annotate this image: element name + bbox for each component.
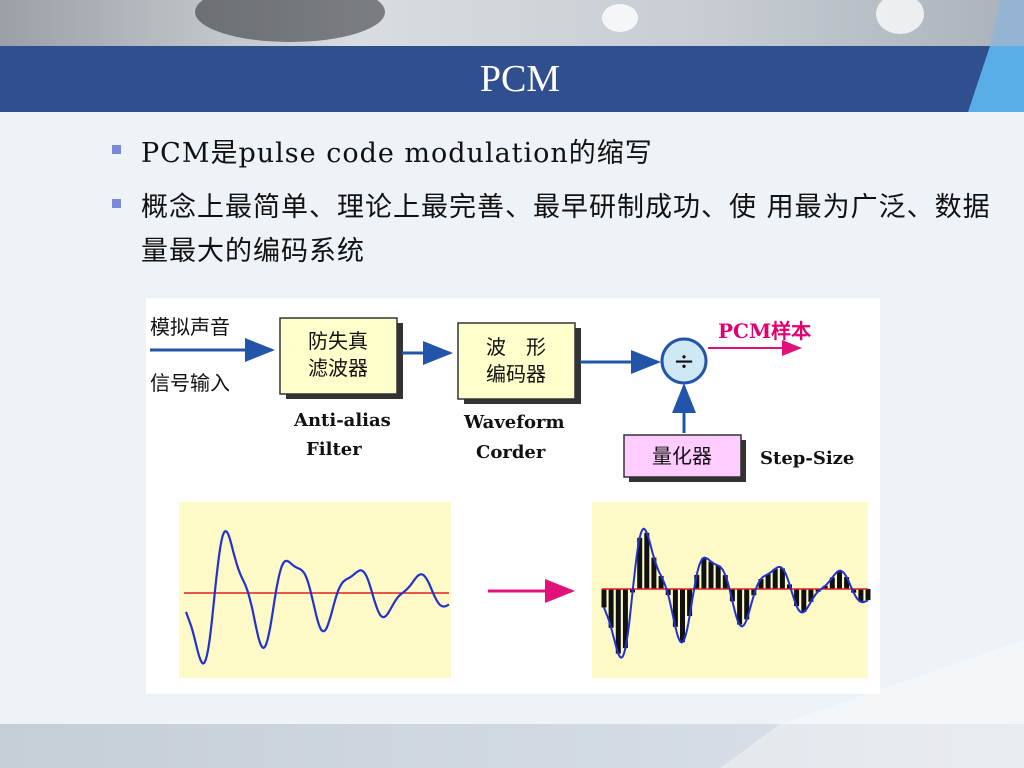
sample-bars [601,532,871,654]
sample-bar [772,568,778,589]
input-label-bottom: 信号输入 [150,371,230,395]
quantizer-box [623,434,742,478]
anti-alias-label-line2: 滤波器 [308,356,368,380]
sample-bar [637,537,643,589]
waveform-coder-label-line2: 编码器 [486,362,546,386]
step-size-caption: Step-Size [760,448,854,469]
droplet-shape [876,0,924,34]
bullet-square-icon [112,199,121,208]
sample-bar [658,576,664,589]
sample-bar [765,574,771,589]
quantizer-label: 量化器 [652,444,712,468]
sampled-waveform [603,527,869,659]
sample-bar [622,589,628,649]
sample-bar [608,589,614,628]
sample-bar [680,589,685,643]
bullet-item: PCM是pulse code modulation的缩写 [112,132,992,176]
sample-bar [644,532,650,589]
sample-bar [865,589,871,601]
bullet-text: PCM是pulse code modulation的缩写 [141,138,653,169]
anti-alias-filter-node: 防失真 滤波器 [279,317,403,399]
anti-alias-label-line1: 防失真 [308,329,368,353]
waveform-coder-caption-line2: Corder [476,442,546,463]
bottom-band [0,724,1024,768]
waveform-coder-node: 波 形 编码器 [457,322,581,404]
sample-bar [779,568,785,589]
slide-title: PCM [479,58,561,100]
accent-slash [990,0,1024,46]
sample-bar [729,589,735,602]
bullet-square-icon [112,145,121,154]
sample-bar [715,565,721,589]
top-glass-strip [0,0,1024,50]
sample-bar [858,589,864,602]
sample-bar [822,585,828,589]
output-label: PCM样本 [718,319,811,343]
waveform-coder-box [457,322,576,400]
anti-alias-box [279,317,398,395]
analog-waveform-panel [179,502,451,678]
waveform-coder-label-line1: 波 形 [486,335,546,359]
pcm-block-diagram: 模拟声音 信号输入 防失真 滤波器 Anti-alias Filter 波 形 … [146,298,880,694]
sample-bar [837,570,842,589]
sample-bar [615,589,621,654]
bullet-text: 概念上最简单、理论上最完善、最早研制成功、使 用最为广泛、数据量最大的编码系统 [141,192,991,267]
sample-bar [758,579,764,589]
sample-bar [744,589,750,620]
sample-bar [651,557,657,589]
droplet-shape [195,0,385,42]
input-label-top: 模拟声音 [150,315,230,339]
title-band [0,46,1024,112]
droplet-shape [602,4,638,32]
bullet-list: PCM是pulse code modulation的缩写 概念上最简单、理论上最… [112,132,992,284]
bottom-highlight [720,640,1024,768]
sample-bar [601,589,607,608]
sample-bar [829,577,835,589]
sample-bar [794,589,800,607]
sample-bar [737,589,743,625]
analog-waveform [184,529,450,665]
sample-bar [801,589,807,612]
sample-bar [808,589,814,602]
sample-bar [844,577,850,589]
sample-bar [694,574,700,589]
accent-slash [968,46,1024,112]
waveform-coder-caption-line1: Waveform [463,412,565,433]
sample-bar [722,575,728,589]
anti-alias-caption-line2: Filter [306,439,362,460]
quantizer-node: 量化器 [623,434,746,482]
sample-bar [701,557,707,589]
bullet-item: 概念上最简单、理论上最完善、最早研制成功、使 用最为广泛、数据量最大的编码系统 [112,186,992,274]
sample-bar [708,561,714,589]
sample-bar [672,589,678,627]
sample-bar [687,589,693,616]
divide-icon: ÷ [673,347,695,377]
anti-alias-caption-line1: Anti-alias [293,410,391,431]
